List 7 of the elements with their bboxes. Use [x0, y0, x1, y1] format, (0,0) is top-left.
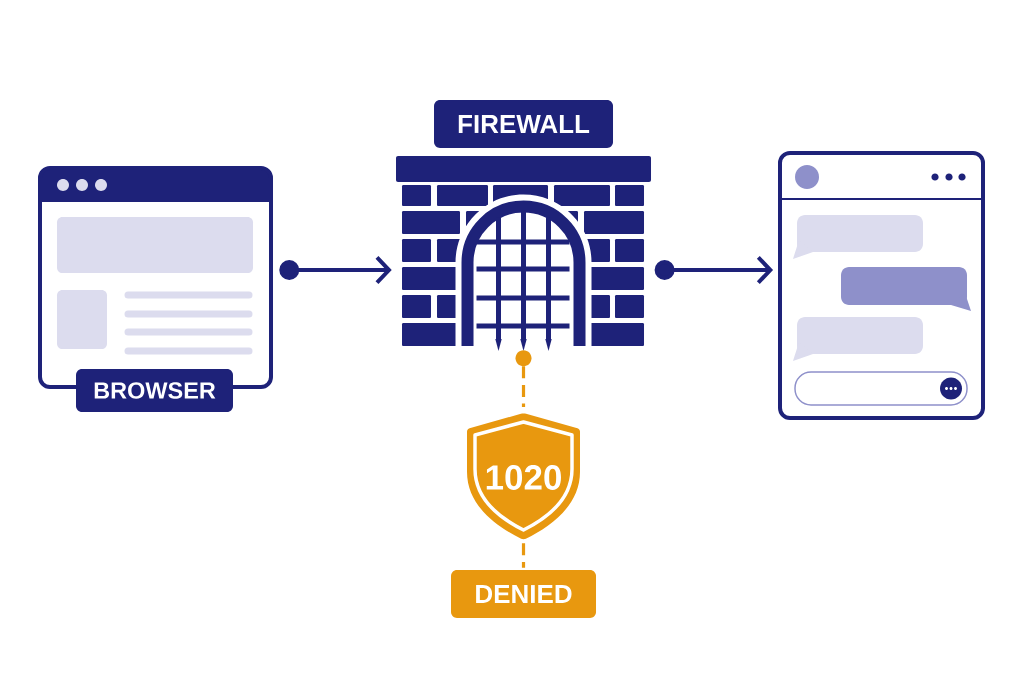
label-badge: BROWSER [76, 369, 233, 412]
arrow [279, 255, 392, 285]
dashed-line [521, 543, 526, 568]
shield: 1020 [467, 413, 580, 540]
status-badge: DENIED [451, 570, 596, 618]
arrow [654, 255, 774, 285]
label-badge: FIREWALL [434, 100, 613, 148]
